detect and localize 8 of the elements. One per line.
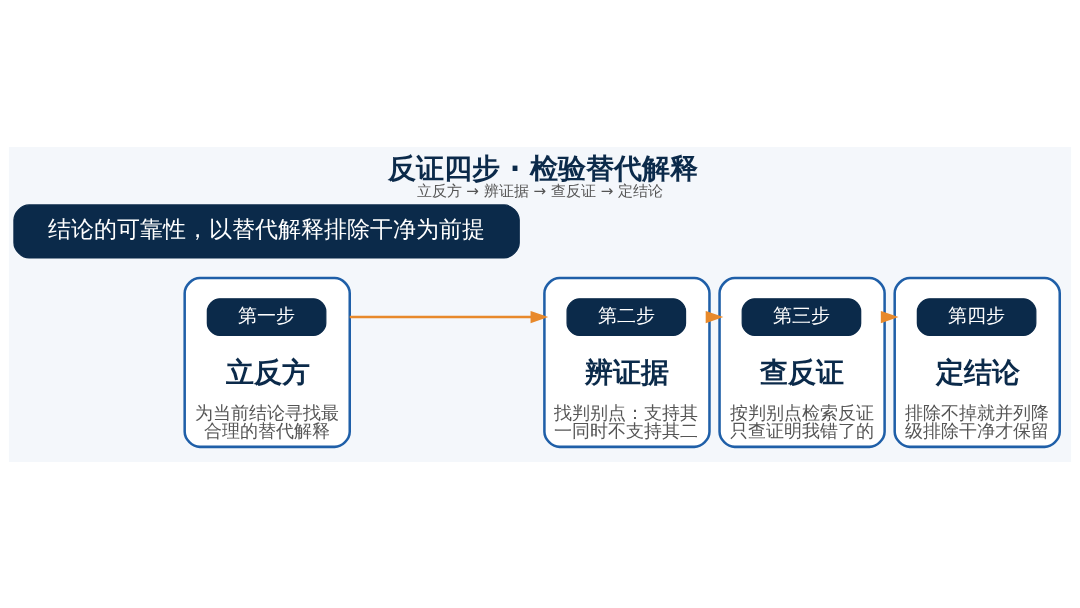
node-box: 结论的可靠性，以替代解释排除干净为前提 [13, 203, 520, 258]
arrow [349, 310, 549, 323]
node-box: 第三步 [741, 297, 862, 336]
node-box: 第一步 [206, 297, 327, 336]
node-box: 第四步 [916, 297, 1037, 336]
arrow [880, 310, 899, 323]
arrow [705, 310, 724, 323]
node-box: 第二步 [566, 297, 687, 336]
